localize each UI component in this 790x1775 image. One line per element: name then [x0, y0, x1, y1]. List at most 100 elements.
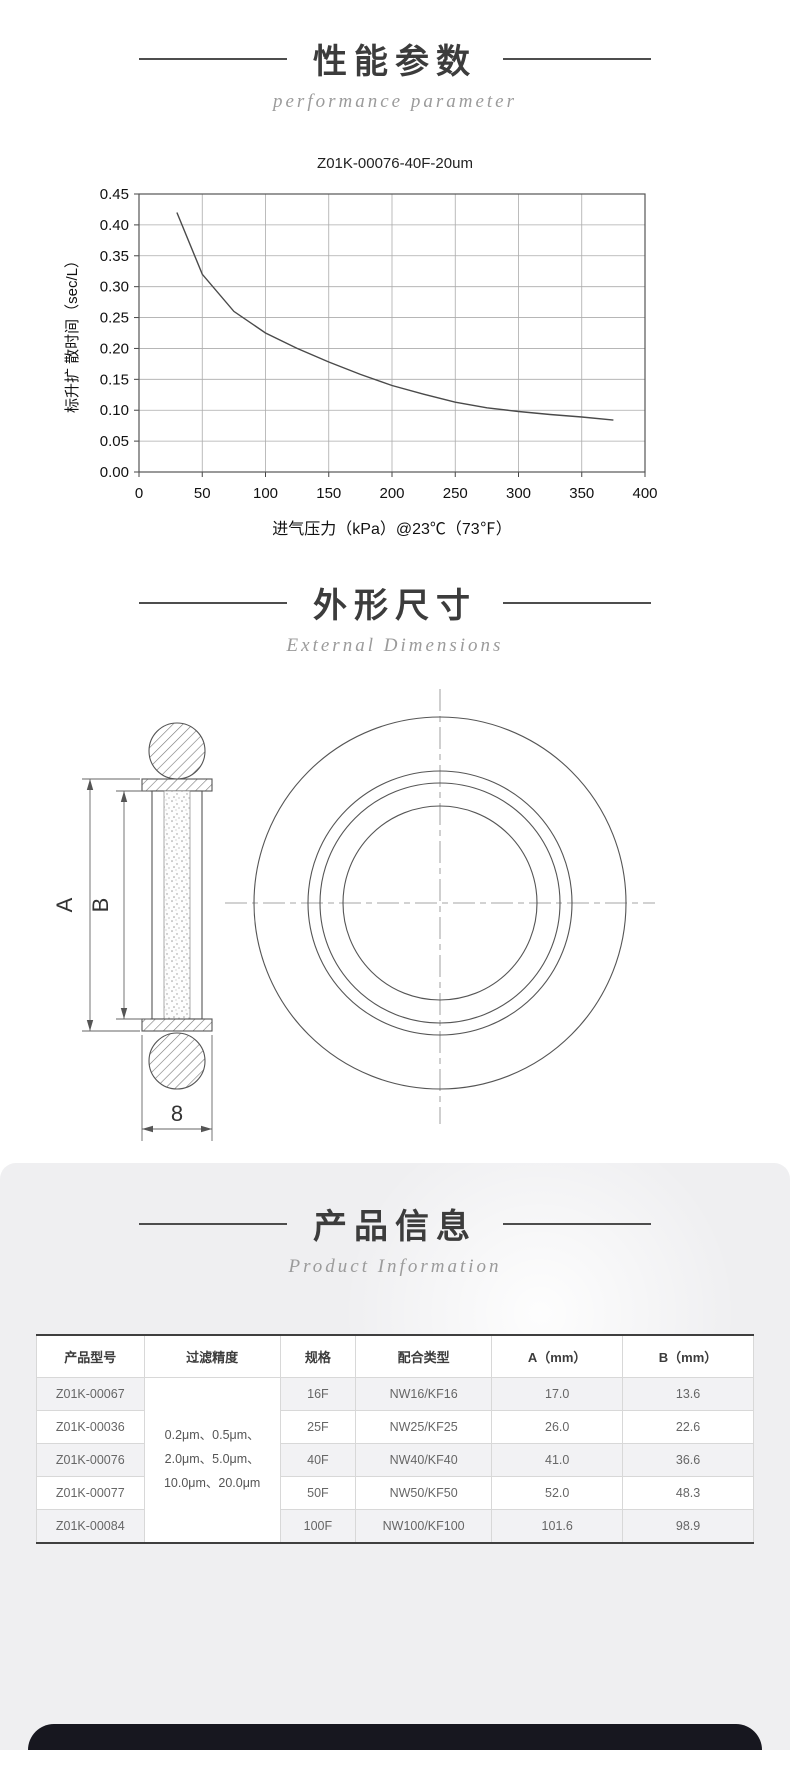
svg-text:250: 250 [443, 485, 468, 502]
svg-text:0.25: 0.25 [100, 310, 129, 327]
o-ring-bottom [148, 1032, 206, 1090]
ring-inner-circle [319, 782, 561, 1024]
ring-outer-circle [307, 770, 573, 1036]
cell-spec: 25F [279, 1410, 357, 1444]
svg-text:150: 150 [316, 485, 341, 502]
dimensions-subtitle: External Dimensions [286, 635, 504, 656]
decorative-line-right [503, 601, 651, 604]
cell-a-mm: 41.0 [491, 1443, 624, 1477]
svg-text:0.20: 0.20 [100, 340, 129, 357]
svg-text:300: 300 [506, 485, 531, 502]
performance-title: 性能参数 [313, 43, 477, 81]
cell-mate-type: NW100/KF100 [355, 1509, 493, 1544]
cell-a-mm: 52.0 [491, 1476, 624, 1510]
cell-filter-precision: 0.2μm、0.5μm、 2.0μm、5.0μm、 10.0μm、20.0μm [143, 1377, 281, 1544]
chart-title: Z01K-00076-40F-20um [317, 155, 473, 172]
cell-a-mm: 17.0 [491, 1377, 624, 1411]
cell-spec: 40F [279, 1443, 357, 1477]
svg-text:0.15: 0.15 [100, 371, 129, 388]
product-title: 产品信息 [313, 1208, 477, 1246]
performance-line-chart: 0 50 100 150 200 250 300 350 400 0.00 0.05 0.10 0.15… [64, 186, 658, 538]
svg-text:0.35: 0.35 [100, 248, 129, 265]
cell-mate-type: NW25/KF25 [355, 1410, 493, 1444]
cell-b-mm: 98.9 [622, 1509, 754, 1544]
dimensions-header: 外形尺寸 [0, 578, 790, 627]
svg-text:0: 0 [135, 485, 143, 502]
svg-text:0.40: 0.40 [100, 217, 129, 234]
section-dimensions: 外形尺寸 External Dimensions [0, 578, 790, 1149]
dimension-a [82, 778, 140, 1032]
cell-spec: 16F [279, 1377, 357, 1411]
cell-model: Z01K-00067 [36, 1377, 145, 1411]
svg-text:进气压力（kPa）@23℃（73℉）: 进气压力（kPa）@23℃（73℉） [272, 520, 511, 538]
svg-text:0.05: 0.05 [100, 433, 129, 450]
cell-a-mm: 26.0 [491, 1410, 624, 1444]
cell-model: Z01K-00077 [36, 1476, 145, 1510]
filter-media [163, 790, 191, 1020]
cell-model: Z01K-00084 [36, 1509, 145, 1544]
table-row: Z01K-00036 25F NW25/KF25 26.0 22.6 [36, 1410, 754, 1444]
col-header-filter-precision: 过滤精度 [143, 1334, 281, 1378]
decorative-line-left [139, 1222, 287, 1225]
outer-circle [253, 716, 627, 1090]
cell-a-mm: 101.6 [491, 1509, 624, 1544]
product-subtitle: Product Information [288, 1256, 502, 1277]
cell-model: Z01K-00076 [36, 1443, 145, 1477]
cell-mate-type: NW16/KF16 [355, 1377, 493, 1411]
front-view [225, 689, 655, 1124]
flange-top [141, 778, 213, 792]
svg-text:400: 400 [632, 485, 657, 502]
cell-mate-type: NW40/KF40 [355, 1443, 493, 1477]
cell-model: Z01K-00036 [36, 1410, 145, 1444]
table-row: Z01K-00067 0.2μm、0.5μm、 2.0μm、5.0μm、 10.… [36, 1377, 754, 1544]
cell-b-mm: 48.3 [622, 1476, 754, 1510]
cell-b-mm: 13.6 [622, 1377, 754, 1411]
decorative-line-right [503, 57, 651, 60]
footer-bar [28, 1724, 762, 1750]
performance-header: 性能参数 [0, 34, 790, 83]
bore-circle [342, 805, 538, 1001]
svg-text:0.45: 0.45 [100, 186, 129, 203]
table-row: Z01K-00077 50F NW50/KF50 52.0 48.3 [36, 1476, 754, 1510]
svg-text:100: 100 [253, 485, 278, 502]
col-header-spec: 规格 [279, 1334, 357, 1378]
dim-label-width: 8 [171, 1101, 183, 1126]
decorative-line-right [503, 1222, 651, 1225]
svg-text:50: 50 [194, 485, 211, 502]
table-row: Z01K-00084 100F NW100/KF100 101.6 98.9 [36, 1509, 754, 1544]
dimension-drawing: A B 8 [52, 689, 655, 1141]
col-header-mate-type: 配合类型 [355, 1334, 493, 1378]
side-section-view [141, 722, 213, 1090]
dim-label-b: B [88, 898, 113, 913]
svg-text:0.00: 0.00 [100, 464, 129, 481]
col-header-b-mm: B（mm） [622, 1334, 754, 1378]
product-spec-table: 产品型号 过滤精度 规格 配合类型 A（mm） B（mm） Z01K-00067… [36, 1334, 754, 1544]
page: 性能参数 performance parameter Z01K-00076-40… [0, 34, 790, 1750]
product-header: 产品信息 [0, 1199, 790, 1248]
cell-spec: 50F [279, 1476, 357, 1510]
flange-bottom [141, 1018, 213, 1032]
col-header-model: 产品型号 [36, 1334, 145, 1378]
svg-text:200: 200 [379, 485, 404, 502]
dim-label-a: A [52, 897, 77, 912]
decorative-line-left [139, 57, 287, 60]
section-product-info: 产品信息 Product Information 产品型号 过滤精度 规格 配合… [0, 1163, 790, 1750]
o-ring-top [148, 722, 206, 780]
dimension-width [141, 1035, 213, 1141]
cell-b-mm: 22.6 [622, 1410, 754, 1444]
cell-spec: 100F [279, 1509, 357, 1544]
svg-text:标升扩 散时间（sec/L）: 标升扩 散时间（sec/L） [64, 253, 81, 413]
decorative-line-left [139, 601, 287, 604]
table-row: Z01K-00076 40F NW40/KF40 41.0 36.6 [36, 1443, 754, 1477]
col-header-a-mm: A（mm） [491, 1334, 624, 1378]
dimension-b [116, 790, 150, 1020]
svg-text:0.10: 0.10 [100, 402, 129, 419]
cell-b-mm: 36.6 [622, 1443, 754, 1477]
section-performance: 性能参数 performance parameter Z01K-00076-40… [0, 34, 790, 544]
dimensions-title: 外形尺寸 [313, 587, 477, 625]
performance-subtitle: performance parameter [273, 91, 517, 112]
svg-text:0.30: 0.30 [100, 279, 129, 296]
svg-text:350: 350 [569, 485, 594, 502]
table-header-row: 产品型号 过滤精度 规格 配合类型 A（mm） B（mm） [36, 1334, 754, 1378]
cell-mate-type: NW50/KF50 [355, 1476, 493, 1510]
